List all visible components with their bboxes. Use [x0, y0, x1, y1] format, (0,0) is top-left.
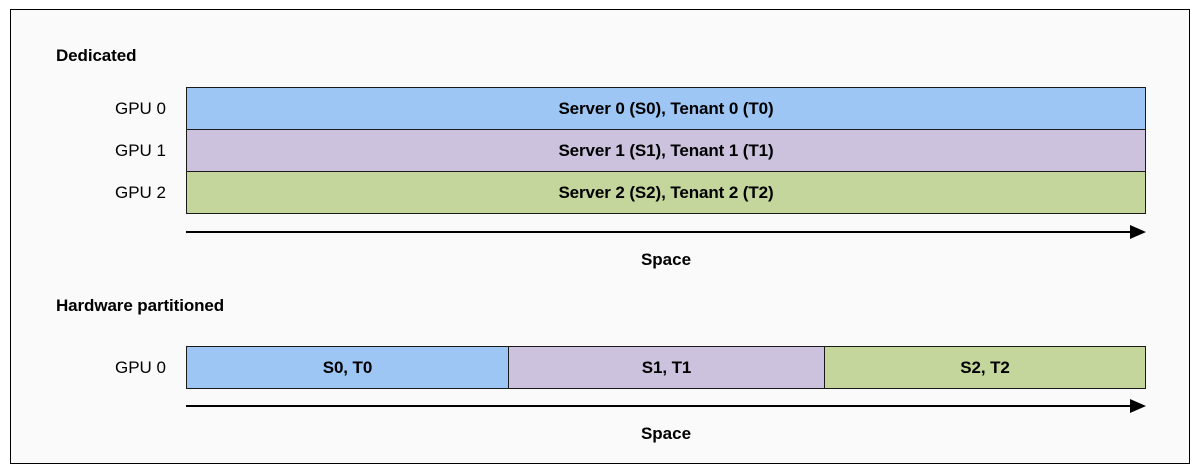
bar-segment-s0t0: S0, T0: [187, 347, 508, 388]
bar-segment-server2: Server 2 (S2), Tenant 2 (T2): [187, 172, 1145, 213]
bar-dedicated-gpu2: Server 2 (S2), Tenant 2 (T2): [186, 171, 1146, 214]
arrow-head-icon: [1130, 399, 1146, 413]
arrow-head-icon: [1130, 225, 1146, 239]
bar-partitioned-gpu0: S0, T0 S1, T1 S2, T2: [186, 346, 1146, 389]
bar-dedicated-gpu0: Server 0 (S0), Tenant 0 (T0): [186, 87, 1146, 130]
panel-title-hardware-partitioned: Hardware partitioned: [56, 296, 225, 315]
axis-line: [186, 231, 1132, 233]
row-partitioned-gpu0: GPU 0 S0, T0 S1, T1 S2, T2: [115, 346, 1146, 389]
row-label-gpu0: GPU 0: [114, 99, 166, 118]
bar-segment-server0: Server 0 (S0), Tenant 0 (T0): [187, 88, 1145, 129]
axis-caption-dedicated: Space: [640, 250, 692, 269]
row-dedicated-gpu2: GPU 2 Server 2 (S2), Tenant 2 (T2): [115, 171, 1146, 214]
row-dedicated-gpu0: GPU 0 Server 0 (S0), Tenant 0 (T0): [115, 87, 1146, 130]
row-dedicated-gpu1: GPU 1 Server 1 (S1), Tenant 1 (T1): [115, 129, 1146, 172]
bar-dedicated-gpu1: Server 1 (S1), Tenant 1 (T1): [186, 129, 1146, 172]
axis-arrow-partitioned: [186, 399, 1146, 413]
bar-segment-s2t2: S2, T2: [824, 347, 1145, 388]
row-label-partitioned-gpu0: GPU 0: [114, 358, 166, 377]
bar-segment-server1: Server 1 (S1), Tenant 1 (T1): [187, 130, 1145, 171]
axis-caption-partitioned: Space: [640, 424, 692, 443]
axis-arrow-dedicated: [186, 225, 1146, 239]
bar-segment-s1t1: S1, T1: [507, 347, 825, 388]
panel-title-dedicated: Dedicated: [56, 46, 137, 65]
diagram-canvas: Dedicated GPU 0 Server 0 (S0), Tenant 0 …: [10, 9, 1190, 464]
axis-line: [186, 405, 1132, 407]
row-label-gpu2: GPU 2: [114, 183, 166, 202]
row-label-gpu1: GPU 1: [114, 141, 166, 160]
